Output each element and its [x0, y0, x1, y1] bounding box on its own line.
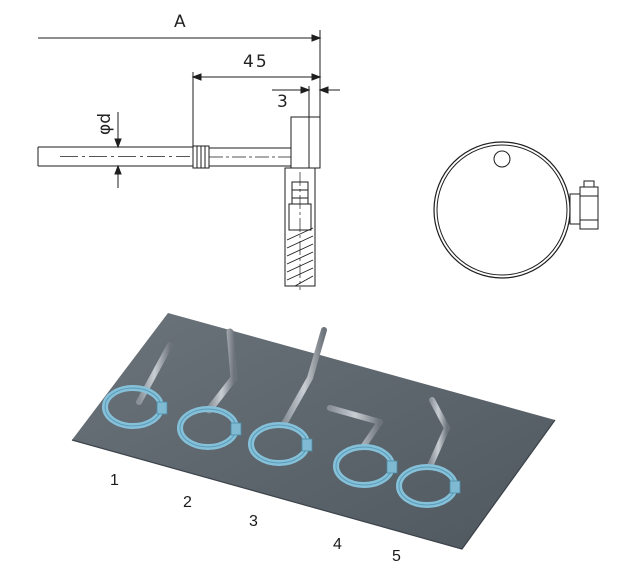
variant-1-clamp	[102, 342, 173, 429]
variant-label-4: 4	[333, 536, 342, 553]
variants-rendering	[71, 313, 556, 550]
front-view-drawing	[433, 141, 599, 279]
variant-4-clamp	[327, 405, 398, 488]
mounting-plate	[72, 313, 555, 549]
variant-label-1: 1	[110, 472, 119, 489]
variant-label-2: 2	[183, 494, 192, 511]
clamp-lock	[569, 193, 581, 225]
document-id: 11362597.A	[635, 28, 637, 92]
clamp-inner-circle	[436, 144, 568, 276]
screw-housing	[284, 167, 316, 287]
variant-label-3: 3	[249, 513, 258, 530]
variant-3-clamp	[248, 327, 327, 466]
clamp-band-section	[308, 116, 321, 169]
arrow-a	[311, 34, 322, 42]
variant-label-5: 5	[392, 548, 401, 565]
variant-2-clamp	[177, 328, 242, 450]
dimension-label-3: 3	[277, 92, 288, 112]
clamp-screw	[579, 186, 599, 230]
side-view-drawing	[37, 30, 340, 290]
sensor-head	[290, 116, 310, 169]
dimension-label-diameter: φd	[95, 112, 115, 135]
variant-5-clamp	[396, 397, 461, 508]
dimension-label-a: A	[174, 12, 186, 32]
sensor-hole	[493, 150, 511, 168]
dimension-label-45: 45	[243, 52, 269, 72]
clamp-outer-circle	[433, 141, 571, 279]
